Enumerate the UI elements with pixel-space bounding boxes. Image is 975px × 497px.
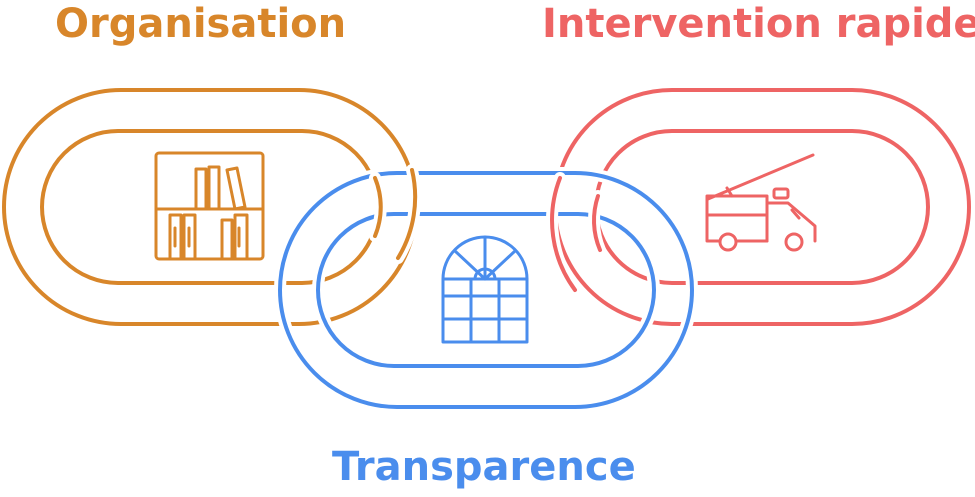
arched-window-icon [441, 235, 529, 344]
fire-truck-icon [705, 153, 817, 252]
intervention-link-overlap [546, 172, 606, 296]
intervention-link [553, 88, 971, 326]
bookshelf-icon [154, 151, 265, 261]
organisation-label: Organisation [55, 1, 347, 47]
intervention-rapide-label: Intervention rapide [542, 1, 975, 47]
organisation-link-overlap [369, 164, 422, 264]
transparence-label: Transparence [332, 444, 636, 490]
transparence-link [274, 167, 698, 413]
